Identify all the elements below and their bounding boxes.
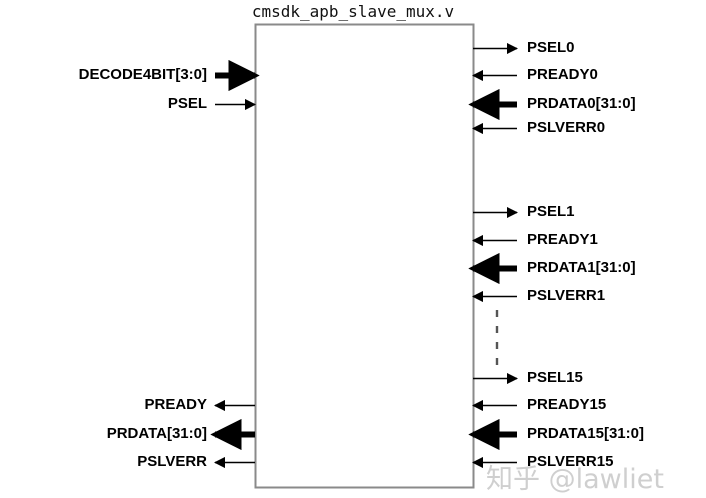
module-title: cmsdk_apb_slave_mux.v xyxy=(251,2,455,21)
signal-label-DECODE4BIT[3:0]: DECODE4BIT[3:0] xyxy=(78,66,207,83)
signal-label-PREADY15: PREADY15 xyxy=(527,396,607,413)
signal-label-PSLVERR1: PSLVERR1 xyxy=(527,287,606,304)
signal-label-PSEL1: PSEL1 xyxy=(527,203,575,220)
signal-label-PRDATA1[31:0]: PRDATA1[31:0] xyxy=(527,259,636,276)
module-box xyxy=(254,23,475,489)
signal-label-PRDATA15[31:0]: PRDATA15[31:0] xyxy=(527,425,644,442)
signal-label-PSLVERR0: PSLVERR0 xyxy=(527,119,606,136)
signal-label-PRDATA[31:0]: PRDATA[31:0] xyxy=(106,425,207,442)
signal-label-PREADY: PREADY xyxy=(144,396,207,413)
signal-label-PSEL15: PSEL15 xyxy=(527,369,583,386)
signal-label-PSLVERR15: PSLVERR15 xyxy=(527,453,614,470)
svg-signal-layer xyxy=(210,23,519,489)
signal-label-PRDATA0[31:0]: PRDATA0[31:0] xyxy=(527,95,636,112)
signal-label-PREADY0: PREADY0 xyxy=(527,66,598,83)
signal-label-PSEL: PSEL xyxy=(167,95,207,112)
signal-label-PREADY1: PREADY1 xyxy=(527,231,598,248)
signal-label-PSEL0: PSEL0 xyxy=(527,39,575,56)
signal-label-PSLVERR: PSLVERR xyxy=(137,453,207,470)
